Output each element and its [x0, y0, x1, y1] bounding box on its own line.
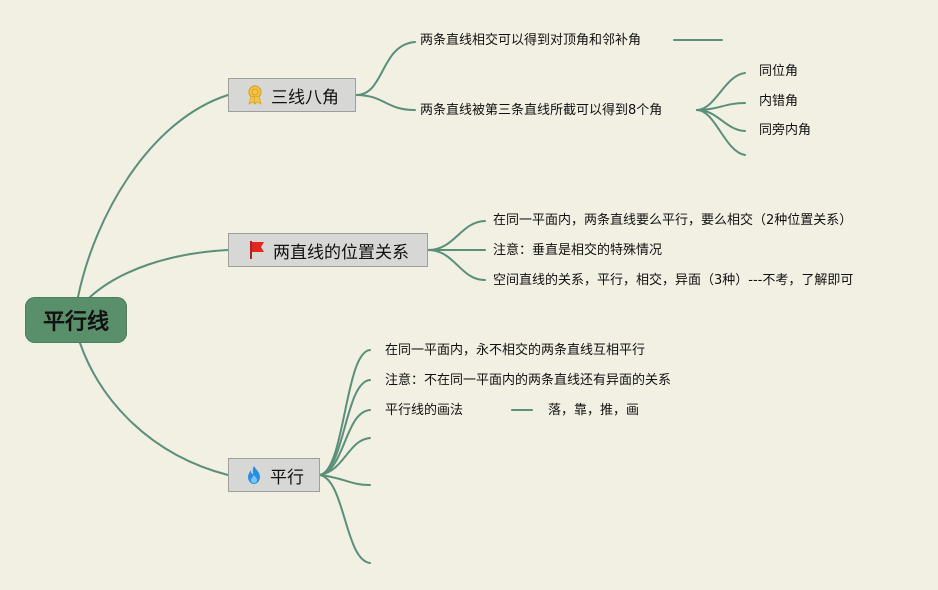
leaf-perpendicular-note[interactable]: 注意：垂直是相交的特殊情况	[493, 243, 663, 258]
leaf-transversal-eight-angles[interactable]: 两条直线被第三条直线所截可以得到8个角	[420, 103, 663, 118]
link-b1-sub4	[696, 109, 746, 156]
award-ribbon-icon	[245, 85, 265, 105]
link-b2-leaf1	[427, 220, 486, 251]
link-b3-leaf2	[319, 379, 371, 476]
leaf-spatial-lines[interactable]: 空间直线的关系，平行，相交，异面（3种）---不考，了解即可	[493, 273, 854, 288]
link-b1-sub2	[696, 102, 746, 111]
leaf-corresponding-angles[interactable]: 同位角	[759, 64, 799, 79]
link-b3-leaf4	[319, 437, 371, 476]
root-topic[interactable]: 平行线	[25, 297, 127, 343]
link-b3-leaf6	[319, 474, 371, 564]
branch-parallel[interactable]: 平行	[228, 458, 320, 492]
leaf-skew-lines-note[interactable]: 注意：不在同一平面内的两条直线还有异面的关系	[385, 373, 672, 388]
link-b3-leaf3	[319, 409, 371, 476]
leaf-parallel-or-intersect[interactable]: 在同一平面内，两条直线要么平行，要么相交（2种位置关系）	[493, 213, 853, 228]
link-b3-leaf1	[319, 349, 371, 476]
leaf-parallel-definition[interactable]: 在同一平面内，永不相交的两条直线互相平行	[385, 343, 646, 358]
branch-three-lines-eight-angles[interactable]: 三线八角	[228, 78, 356, 112]
link-b3-leaf5	[319, 474, 371, 486]
link-root-branch3	[79, 342, 229, 476]
branch-positional-relationship[interactable]: 两直线的位置关系	[228, 233, 428, 267]
link-root-branch1	[77, 94, 229, 298]
leaf-alternate-interior-angles[interactable]: 内错角	[759, 94, 799, 109]
link-b2-leaf3	[427, 249, 486, 281]
branch-label: 两直线的位置关系	[273, 242, 409, 263]
branch-label: 平行	[270, 467, 304, 488]
fire-icon	[244, 465, 264, 485]
link-b1-sub1	[696, 72, 746, 111]
leaf-co-interior-angles[interactable]: 同旁内角	[759, 123, 812, 138]
leaf-drawing-method[interactable]: 平行线的画法	[385, 403, 464, 418]
leaf-intersect-angles[interactable]: 两条直线相交可以得到对顶角和邻补角	[420, 33, 642, 48]
branch-label: 三线八角	[271, 87, 339, 108]
leaf-drawing-steps[interactable]: 落，靠，推，画	[548, 403, 640, 418]
red-flag-icon	[247, 240, 267, 260]
link-b1-leaf2	[355, 94, 416, 111]
link-b1-leaf1	[355, 41, 416, 96]
link-root-branch2	[89, 249, 229, 298]
root-topic-label: 平行线	[42, 310, 109, 335]
